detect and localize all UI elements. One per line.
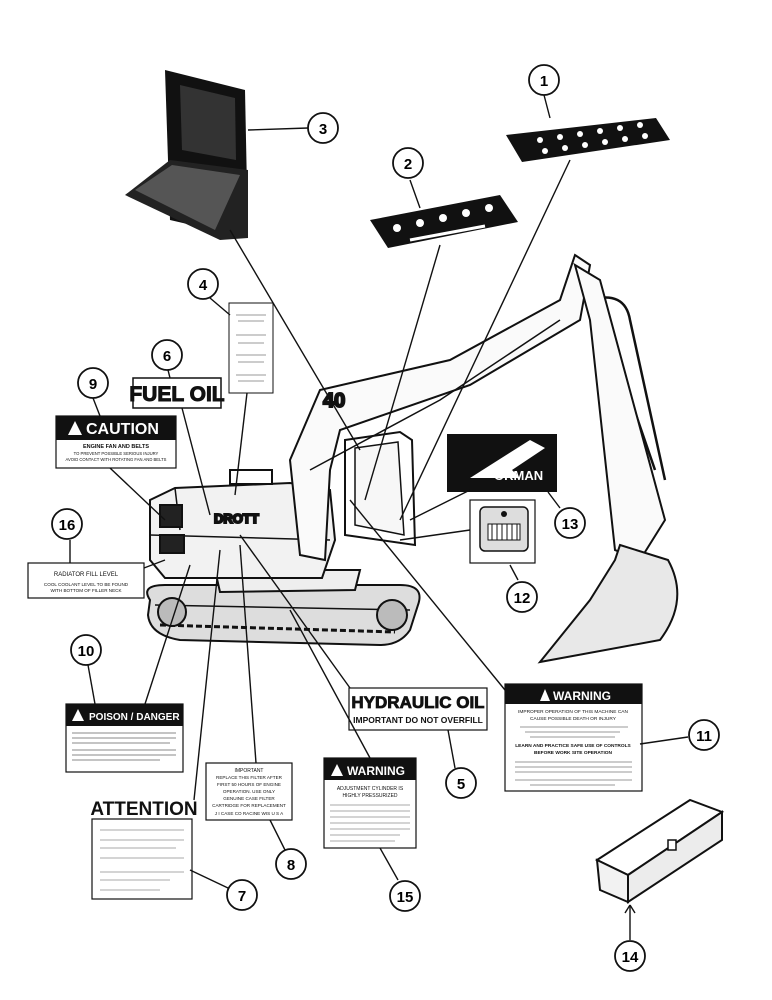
svg-text:ADJUSTMENT CYLINDER IS: ADJUSTMENT CYLINDER IS: [337, 786, 404, 792]
part-3-bracket: [125, 70, 248, 240]
callout-8: 8: [275, 848, 307, 880]
svg-text:OPERATION. USE ONLY: OPERATION. USE ONLY: [223, 789, 275, 794]
svg-text:1: 1: [540, 73, 548, 90]
part-9-caution-decal: CAUTION ENGINE FAN AND BELTS TO PREVENT …: [55, 415, 177, 469]
svg-text:J I CASE CO RACINE WIS U S A: J I CASE CO RACINE WIS U S A: [215, 811, 284, 816]
machine-name: DROTT: [214, 511, 259, 526]
callout-16: 16: [51, 508, 83, 540]
svg-text:IMPORTANT DO NOT OVERFILL: IMPORTANT DO NOT OVERFILL: [353, 715, 483, 725]
callout-2: 2: [392, 147, 424, 179]
callout-7: 7: [226, 879, 258, 911]
svg-text:TO PREVENT POSSIBLE SERIOUS IN: TO PREVENT POSSIBLE SERIOUS INJURY: [74, 451, 159, 456]
part-2-plate: [370, 195, 518, 248]
svg-text:7: 7: [238, 888, 246, 905]
warning-small-title: WARNING: [347, 764, 405, 778]
svg-text:IMPORTANT: IMPORTANT: [235, 768, 264, 774]
svg-text:11: 11: [696, 728, 712, 745]
callout-1: 1: [528, 64, 560, 96]
part-6-fuel-oil-decal: FUEL OIL: [129, 377, 225, 409]
part-1-plate: [506, 118, 670, 162]
callout-6: 6: [151, 339, 183, 371]
bucket: [537, 543, 679, 664]
brand-decal-text: ORMAN: [494, 468, 543, 483]
svg-text:HIGHLY PRESSURIZED: HIGHLY PRESSURIZED: [342, 793, 397, 799]
part-16-radiator-decal: RADIATOR FILL LEVEL COOL COOLANT LEVEL T…: [27, 562, 145, 599]
callout-15: 15: [389, 880, 421, 912]
callout-13: 13: [554, 507, 586, 539]
callout-4: 4: [187, 268, 219, 300]
svg-text:LEARN AND PRACTICE SAFE USE OF: LEARN AND PRACTICE SAFE USE OF CONTROLS: [515, 743, 631, 749]
part-12-gauge: [469, 499, 536, 564]
svg-text:2: 2: [404, 156, 412, 173]
svg-text:13: 13: [562, 516, 579, 533]
callout-14: 14: [614, 940, 646, 972]
svg-text:6: 6: [163, 348, 171, 365]
svg-text:3: 3: [319, 121, 327, 138]
callout-5: 5: [445, 767, 477, 799]
poison-title: POISON / DANGER: [89, 712, 180, 723]
part-10-poison-decal: POISON / DANGER: [65, 703, 184, 773]
svg-text:REPLACE THIS FILTER AFTER: REPLACE THIS FILTER AFTER: [216, 775, 283, 780]
svg-text:14: 14: [622, 949, 639, 966]
part-11-warning-decal: WARNING IMPROPER OPERATION OF THIS MACHI…: [504, 683, 643, 792]
svg-text:COOL COOLANT LEVEL TO BE FOUND: COOL COOLANT LEVEL TO BE FOUND: [44, 582, 129, 587]
svg-text:15: 15: [397, 889, 414, 906]
svg-text:AVOID CONTACT WITH ROTATING FA: AVOID CONTACT WITH ROTATING FAN AND BELT…: [66, 457, 167, 462]
svg-text:CAUSE POSSIBLE DEATH OR INJURY: CAUSE POSSIBLE DEATH OR INJURY: [530, 716, 617, 722]
excavator-illustration: 40 DROTT: [146, 253, 679, 664]
attention-title: ATTENTION: [90, 799, 197, 820]
callout-markers: 1 2 3 4 5 6 7 8 9 10 11 12 13 14 15 16: [51, 64, 720, 972]
callout-9: 9: [77, 367, 109, 399]
svg-text:WITH BOTTOM OF FILLER NECK: WITH BOTTOM OF FILLER NECK: [50, 588, 122, 593]
svg-text:IMPROPER OPERATION OF THIS MAC: IMPROPER OPERATION OF THIS MACHINE CAN: [518, 709, 628, 715]
callout-11: 11: [688, 719, 720, 751]
leader-lines: [69, 94, 689, 940]
caution-title: CAUTION: [86, 421, 159, 438]
warning-large-title: WARNING: [553, 689, 611, 703]
part-7-attention-decal: ATTENTION: [90, 799, 198, 900]
svg-text:CARTRIDGE FOR REPLACEMENT: CARTRIDGE FOR REPLACEMENT: [212, 803, 286, 808]
svg-text:8: 8: [287, 857, 295, 874]
svg-text:10: 10: [78, 643, 95, 660]
svg-text:GENUINE CASE FILTER: GENUINE CASE FILTER: [223, 796, 275, 801]
part-4-decal: [228, 302, 274, 394]
hydraulic-oil-text: HYDRAULIC OIL: [351, 693, 484, 712]
callout-12: 12: [506, 581, 538, 613]
callout-3: 3: [307, 112, 339, 144]
svg-text:16: 16: [59, 517, 76, 534]
svg-text:4: 4: [199, 277, 208, 294]
part-15-warning-decal: WARNING ADJUSTMENT CYLINDER IS HIGHLY PR…: [323, 757, 417, 849]
svg-text:BEFORE WORK SITE OPERATION: BEFORE WORK SITE OPERATION: [534, 750, 613, 756]
svg-text:RADIATOR FILL LEVEL: RADIATOR FILL LEVEL: [54, 572, 119, 578]
svg-text:12: 12: [514, 590, 531, 607]
part-8-filter-decal: IMPORTANT REPLACE THIS FILTER AFTER FIRS…: [205, 762, 293, 821]
boom: [288, 253, 592, 562]
part-5-hydraulic-oil-decal: HYDRAULIC OIL IMPORTANT DO NOT OVERFILL: [348, 687, 488, 731]
fuel-oil-text: FUEL OIL: [129, 383, 224, 406]
svg-text:5: 5: [457, 776, 465, 793]
callout-10: 10: [70, 634, 102, 666]
svg-text:9: 9: [89, 376, 97, 393]
upper-structure: [149, 481, 337, 579]
svg-text:ENGINE FAN AND BELTS: ENGINE FAN AND BELTS: [83, 444, 149, 450]
svg-text:FIRST 50 HOURS OF ENGINE: FIRST 50 HOURS OF ENGINE: [217, 782, 281, 787]
part-14-toolbox: [594, 798, 725, 904]
part-13-brand-decal: ORMAN: [447, 434, 557, 492]
